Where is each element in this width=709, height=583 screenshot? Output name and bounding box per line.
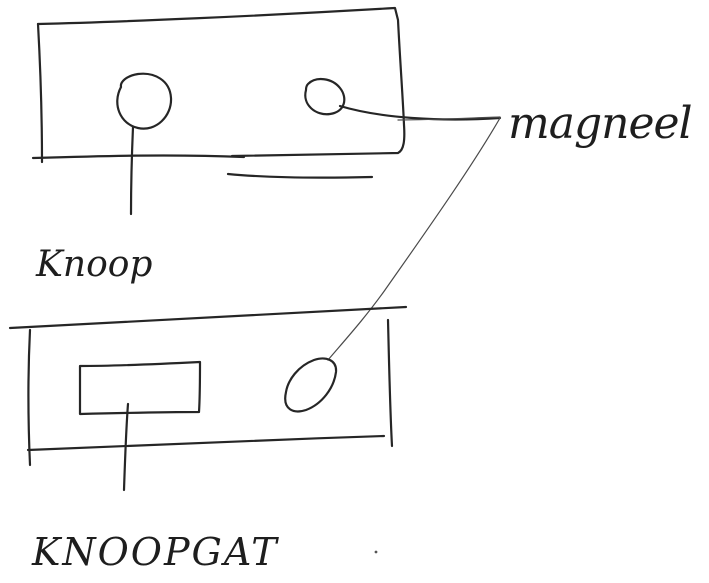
magnet-top-leader	[338, 104, 502, 121]
stray-dot	[374, 550, 378, 554]
label-magneet: magneel	[508, 98, 692, 149]
top-panel-fold	[226, 172, 374, 179]
bottom-panel	[8, 305, 408, 467]
magnet-top-circle	[304, 78, 346, 116]
button-circle	[116, 72, 173, 130]
magnet-label-connector-bottom	[327, 117, 501, 361]
top-panel	[31, 6, 406, 179]
magnet-bottom-circle	[284, 357, 338, 413]
button-knoop	[116, 72, 173, 216]
magnet-label-connector-top	[397, 116, 501, 121]
top-panel-bottom-seam	[31, 154, 246, 160]
bottom-panel-left-edge	[27, 328, 32, 467]
label-knoopgat: KNOOPGAT	[31, 530, 279, 574]
label-knoop: Knoop	[35, 244, 152, 285]
magnet-top	[304, 78, 502, 121]
bottom-panel-bottom-edge	[26, 434, 386, 452]
buttonhole-knoopgat	[78, 360, 202, 492]
button-pointer-line	[129, 125, 135, 216]
bottom-panel-top-edge	[8, 305, 408, 330]
top-panel-outline	[36, 6, 406, 158]
bottom-panel-right-edge	[386, 318, 394, 448]
buttonhole-rect	[78, 360, 202, 416]
buttonhole-pointer-line	[122, 402, 130, 492]
top-panel-left-edge	[36, 22, 44, 164]
